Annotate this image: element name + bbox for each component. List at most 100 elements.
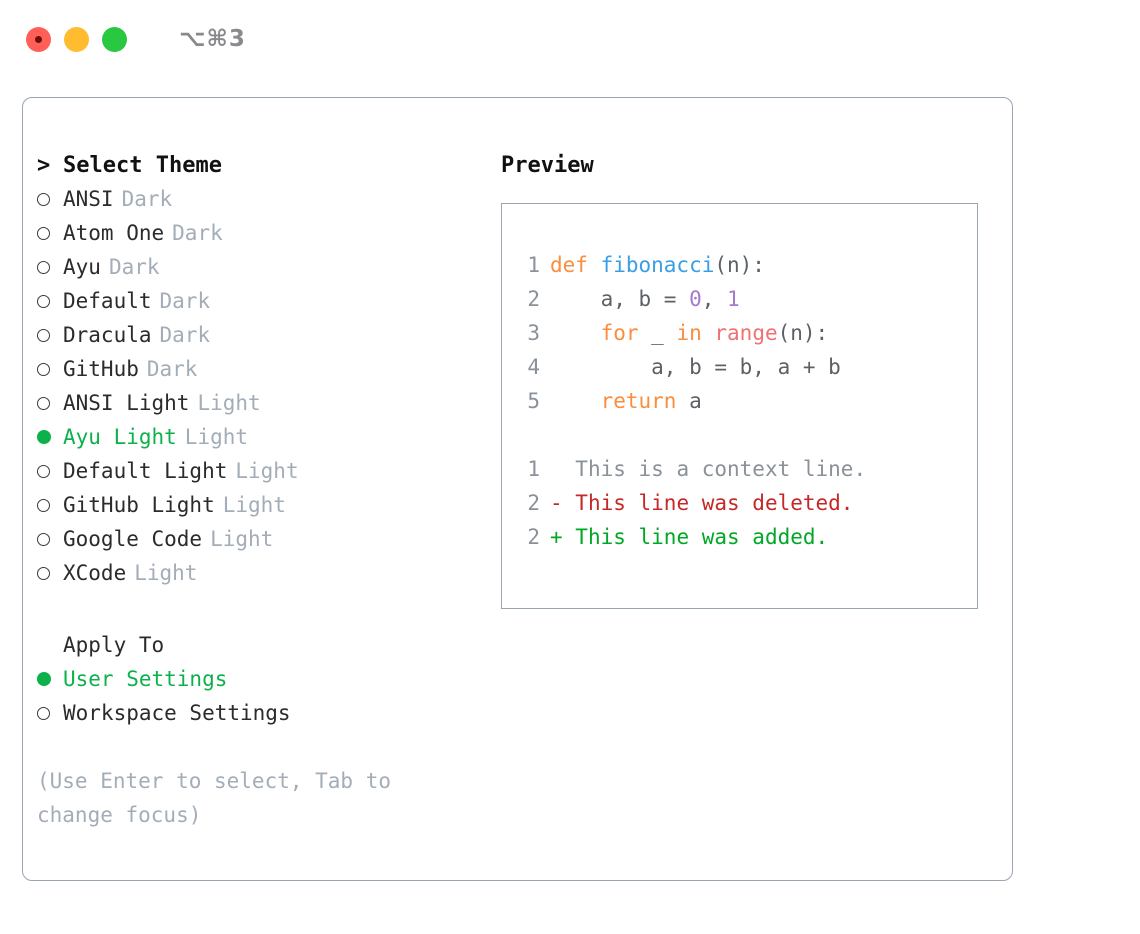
line-number: 4 bbox=[527, 355, 540, 379]
theme-item-variant-tag: Light bbox=[184, 425, 249, 449]
radio-glyph bbox=[37, 430, 51, 444]
theme-item-label: Google Code bbox=[63, 527, 203, 551]
radio-glyph bbox=[37, 498, 50, 512]
theme-item-variant-tag: Dark bbox=[172, 221, 223, 245]
code-token-var: a, b = bbox=[550, 287, 690, 311]
apply-to-option-workspace-settings[interactable]: Workspace Settings bbox=[37, 696, 487, 730]
theme-item-github-light[interactable]: GitHub Light Light bbox=[37, 488, 487, 522]
code-token-num: 0 bbox=[689, 287, 702, 311]
theme-item-label: Default Light bbox=[63, 459, 228, 483]
radio-glyph bbox=[37, 192, 50, 206]
radio-glyph bbox=[37, 396, 50, 410]
radio-unselected-icon[interactable] bbox=[37, 706, 63, 720]
radio-unselected-icon[interactable] bbox=[37, 260, 63, 274]
code-line: 1 def fibonacci(n): bbox=[514, 248, 977, 282]
radio-unselected-icon[interactable] bbox=[37, 396, 63, 410]
code-line-content: return a bbox=[550, 389, 702, 413]
radio-glyph bbox=[37, 464, 50, 478]
code-token-kw: in bbox=[676, 321, 715, 345]
diff-marker bbox=[550, 457, 563, 481]
radio-unselected-icon[interactable] bbox=[37, 328, 63, 342]
radio-glyph bbox=[37, 362, 50, 376]
theme-item-variant-tag: Light bbox=[222, 493, 286, 517]
theme-item-default-light[interactable]: Default Light Light bbox=[37, 454, 487, 488]
theme-item-label: Default bbox=[63, 289, 152, 313]
diff-text: This is a context line. bbox=[562, 457, 867, 481]
code-token-var: , bbox=[701, 287, 728, 311]
code-token-var: a, b = b, a + b bbox=[550, 355, 841, 379]
theme-item-label: Ayu bbox=[63, 255, 101, 279]
radio-selected-icon[interactable] bbox=[37, 672, 63, 686]
keyboard-shortcut-label: ⌥⌘3 bbox=[179, 26, 246, 52]
code-token-kw: for bbox=[600, 321, 652, 345]
theme-item-label: Ayu Light bbox=[63, 425, 177, 449]
keyboard-hint-text: (Use Enter to select, Tab to change focu… bbox=[37, 769, 404, 827]
code-token-punc: (n): bbox=[777, 321, 829, 345]
diff-line-add: 2+ This line was added. bbox=[514, 520, 977, 554]
theme-item-label: GitHub Light bbox=[63, 493, 215, 517]
apply-to-option-label: Workspace Settings bbox=[63, 701, 291, 725]
code-line: 4 a, b = b, a + b bbox=[514, 350, 977, 384]
title-bar: ⌥⌘3 bbox=[0, 0, 1140, 78]
minimize-button[interactable] bbox=[64, 26, 89, 52]
radio-selected-icon[interactable] bbox=[37, 430, 63, 444]
section-spacer bbox=[37, 590, 487, 628]
radio-glyph bbox=[37, 672, 51, 686]
diff-line-ctx: 1 This is a context line. bbox=[514, 452, 977, 486]
close-button[interactable] bbox=[26, 26, 51, 52]
radio-glyph bbox=[37, 532, 50, 546]
apply-to-option-user-settings[interactable]: User Settings bbox=[37, 662, 487, 696]
code-line-content: a, b = 0, 1 bbox=[550, 287, 740, 311]
caret-icon: > bbox=[37, 152, 51, 178]
code-token-fn: fibonacci bbox=[600, 253, 715, 277]
apply-to-header: Apply To bbox=[37, 628, 487, 662]
theme-item-variant-tag: Light bbox=[197, 391, 261, 415]
theme-item-label: ANSI Light bbox=[63, 391, 190, 415]
theme-item-variant-tag: Light bbox=[210, 527, 274, 551]
select-theme-header: > Select Theme bbox=[37, 148, 487, 182]
theme-item-variant-tag: Dark bbox=[146, 357, 198, 381]
theme-item-ansi-light[interactable]: ANSI Light Light bbox=[37, 386, 487, 420]
line-number: 1 bbox=[527, 253, 540, 277]
theme-item-label: XCode bbox=[63, 561, 127, 585]
radio-unselected-icon[interactable] bbox=[37, 192, 63, 206]
apply-to-option-label: User Settings bbox=[63, 667, 228, 691]
radio-glyph bbox=[37, 566, 50, 580]
preview-title: Preview bbox=[501, 152, 594, 178]
radio-unselected-icon[interactable] bbox=[37, 362, 63, 376]
select-theme-title: Select Theme bbox=[63, 152, 222, 178]
line-number: 3 bbox=[527, 321, 540, 345]
radio-glyph bbox=[37, 294, 50, 308]
theme-item-variant-tag: Light bbox=[235, 459, 299, 483]
diff-sample: 1 This is a context line.2- This line wa… bbox=[514, 452, 977, 554]
maximize-button[interactable] bbox=[102, 26, 127, 52]
code-token-kw: def bbox=[550, 253, 601, 277]
apply-to-title: Apply To bbox=[63, 633, 165, 657]
radio-unselected-icon[interactable] bbox=[37, 294, 63, 308]
code-token-kw bbox=[550, 389, 601, 413]
theme-item-label: Dracula bbox=[63, 323, 152, 347]
diff-line-number: 2 bbox=[527, 491, 540, 515]
theme-item-ayu-light[interactable]: Ayu Light Light bbox=[37, 420, 487, 454]
radio-unselected-icon[interactable] bbox=[37, 464, 63, 478]
radio-unselected-icon[interactable] bbox=[37, 498, 63, 512]
theme-item-google-code[interactable]: Google Code Light bbox=[37, 522, 487, 556]
radio-unselected-icon[interactable] bbox=[37, 226, 63, 240]
code-line-content: def fibonacci(n): bbox=[550, 253, 765, 277]
code-line: 2 a, b = 0, 1 bbox=[514, 282, 977, 316]
diff-text: This line was added. bbox=[562, 525, 829, 549]
radio-unselected-icon[interactable] bbox=[37, 532, 63, 546]
code-token-punc: (n): bbox=[714, 253, 765, 277]
radio-unselected-icon[interactable] bbox=[37, 566, 63, 580]
